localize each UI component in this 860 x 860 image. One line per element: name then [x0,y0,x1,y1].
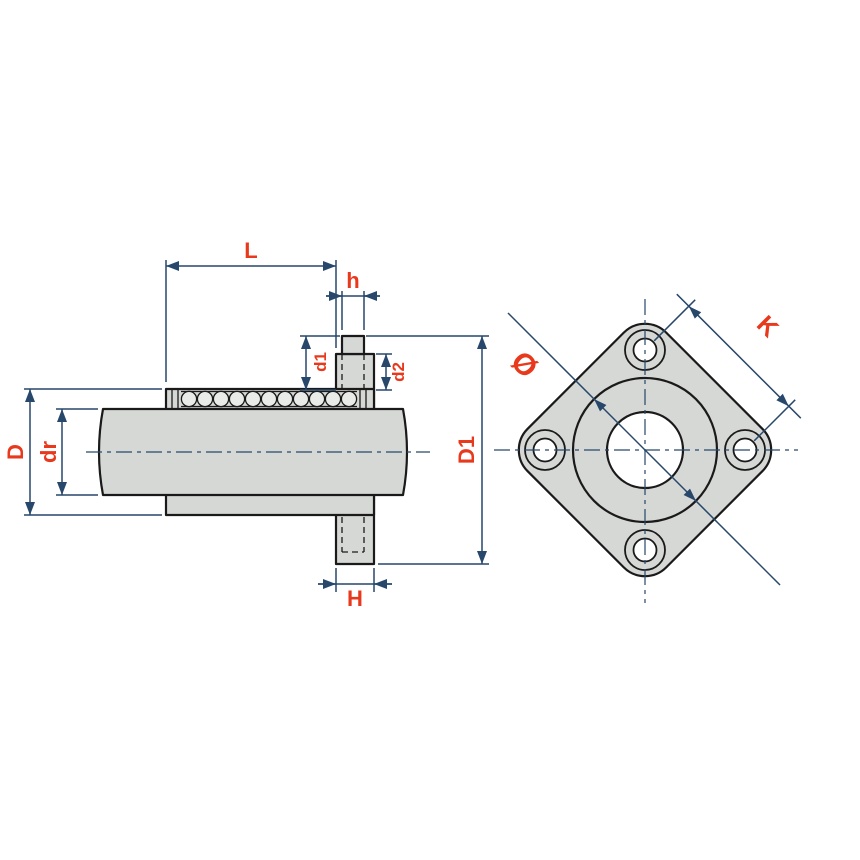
dimension-line [507,312,781,586]
ball [244,390,262,408]
dim-label-D1: D1 [454,436,479,464]
ball [308,390,326,408]
ball [228,390,246,408]
ball [292,390,310,408]
dim-label-d1: d1 [311,352,330,372]
arrowhead [683,488,696,501]
dim-label-L: L [244,238,257,263]
ball [260,390,278,408]
dim-label-dr: dr [36,441,61,463]
dim-d1: d1 [300,335,340,391]
dim-D: D [3,388,162,516]
ball [196,390,214,408]
side-section-view: L h d1 d2 D [3,238,489,611]
dim-L: L [165,238,337,382]
flange-counterbore-boss [340,334,366,356]
ball [212,390,230,408]
dim-label-d2: d2 [389,362,408,382]
ball [324,390,342,408]
dim-label-H: H [347,586,363,611]
dim-D1: D1 [366,335,489,565]
dim-dr: dr [36,408,98,496]
dim-h: h [326,268,380,330]
ball [276,390,294,408]
dim-label-D: D [3,444,28,460]
ball [180,390,198,408]
arrowhead [688,306,702,319]
ball [340,390,358,408]
shaft [97,407,409,497]
arrowhead [594,399,607,412]
dim-d2: d2 [376,353,408,391]
dim-label-h: h [346,268,359,293]
dim-H: H [318,568,392,611]
ball-row [180,390,358,408]
arrowhead [776,393,789,407]
